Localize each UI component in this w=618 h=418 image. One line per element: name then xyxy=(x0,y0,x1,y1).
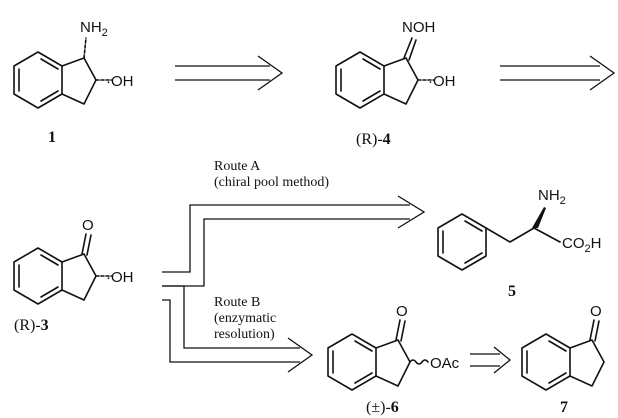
retro-arrow-4-to-3 xyxy=(500,55,616,91)
compound-7-ketone-label: O xyxy=(590,303,602,320)
compound-3-ketone-label: O xyxy=(82,217,94,234)
route-b-description-line2: resolution) xyxy=(214,327,275,342)
compound-1-hydroxyl-label: ·OH xyxy=(106,73,134,90)
retro-arrow-6-to-7 xyxy=(470,346,512,374)
compound-5-number: 5 xyxy=(508,283,516,300)
compound-5-carboxyl-label: CO2H xyxy=(562,235,601,255)
route-a-description: (chiral pool method) xyxy=(214,175,329,190)
compound-3-structure: O ·OH (R)-3 xyxy=(13,217,134,334)
compound-7-number: 7 xyxy=(560,399,568,416)
route-a-arrow xyxy=(162,195,426,287)
compound-7-structure: O 7 xyxy=(521,303,605,416)
compound-4-label: (R)-4 xyxy=(356,131,391,148)
compound-4-hydroxyl-label: ·OH xyxy=(428,73,456,90)
route-a-title: Route A xyxy=(214,159,261,174)
compound-3-hydroxyl-label: ·OH xyxy=(106,269,134,286)
compound-6-label: (±)-6 xyxy=(366,399,399,416)
compound-6-ketone-label: O xyxy=(396,303,408,320)
compound-4-structure: NOH ·OH (R)-4 xyxy=(335,19,456,148)
compound-6-structure: O OAc (±)-6 xyxy=(327,303,460,416)
compound-5-structure: NH2 CO2H 5 xyxy=(437,187,601,300)
route-b-title: Route B xyxy=(214,295,260,310)
compound-6-acetate-label: OAc xyxy=(430,355,460,372)
compound-1-amine-label: NH2 xyxy=(80,19,108,39)
route-b-description-line1: (enzymatic xyxy=(214,311,276,326)
compound-5-amine-label: NH2 xyxy=(538,187,566,207)
route-b-arrow xyxy=(162,285,314,373)
compound-1-structure: NH2 ·OH 1 xyxy=(13,19,134,146)
compound-1-number: 1 xyxy=(48,129,56,146)
retro-arrow-1-to-4 xyxy=(175,55,284,91)
compound-3-label: (R)-3 xyxy=(14,317,49,334)
compound-4-oxime-label: NOH xyxy=(402,19,435,36)
